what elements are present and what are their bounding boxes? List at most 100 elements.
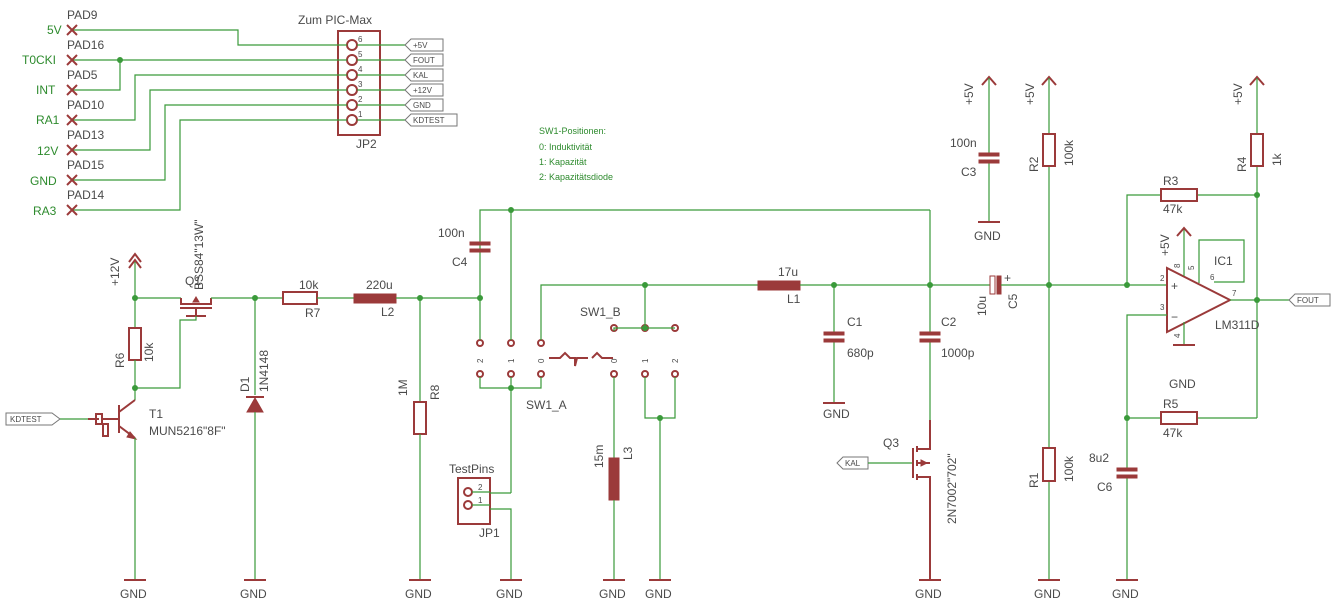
pads: 5V PAD9 T0CKI PAD16 INT PAD5 RA1 PAD10 1… — [22, 8, 104, 218]
svg-text:220u: 220u — [366, 278, 393, 292]
svg-text:JP1: JP1 — [479, 526, 500, 540]
svg-text:+: + — [1171, 279, 1178, 293]
svg-text:BSS84"13W": BSS84"13W" — [192, 219, 206, 290]
svg-text:GND: GND — [30, 174, 57, 188]
svg-text:1M: 1M — [396, 379, 410, 396]
r7-resistor: 10k R7 — [282, 278, 321, 320]
jp1-testpins: TestPins 2 1 JP1 — [449, 462, 500, 540]
jp2-pin-5 — [346, 54, 358, 66]
svg-text:2: 2 — [1160, 274, 1165, 283]
switch-link — [549, 351, 613, 367]
svg-text:1: 1 — [641, 358, 650, 363]
svg-text:100k: 100k — [1062, 139, 1076, 166]
pad-ra3: RA3 PAD14 — [33, 188, 104, 218]
pad-5v: 5V PAD9 — [47, 8, 98, 37]
c6-capacitor: 8u2 C6 — [1089, 451, 1138, 494]
svg-text:15m: 15m — [592, 445, 606, 468]
jp2-title: Zum PIC-Max — [298, 13, 372, 27]
pad-gnd: GND PAD15 — [30, 158, 104, 188]
svg-text:100n: 100n — [438, 226, 465, 240]
net-label-text: GND — [413, 101, 431, 110]
svg-text:17u: 17u — [778, 265, 798, 279]
supply-5v-c3: +5V — [962, 75, 997, 105]
svg-text:C5: C5 — [1006, 293, 1020, 309]
svg-text:1: 1 — [507, 358, 516, 363]
svg-text:R3: R3 — [1163, 174, 1179, 188]
svg-text:RA3: RA3 — [33, 204, 57, 218]
net-label-text: KDTEST — [413, 116, 445, 125]
svg-text:6: 6 — [1210, 273, 1215, 282]
supply-12v: +12V — [108, 252, 142, 286]
svg-text:10k: 10k — [299, 278, 319, 292]
svg-text:T0CKI: T0CKI — [22, 53, 56, 67]
l2-inductor: 220u L2 — [353, 278, 397, 319]
l3-inductor: 15m L3 — [592, 445, 635, 501]
svg-text:3: 3 — [1160, 303, 1165, 312]
net-label-text: +12V — [413, 86, 433, 95]
svg-text:1k: 1k — [1270, 152, 1284, 166]
net-label-text: +5V — [413, 41, 428, 50]
q3-nmos: KAL Q3 2N7002"702" — [836, 420, 959, 580]
sw1b-switch: SW1_B 0 1 2 — [580, 305, 680, 378]
jp2-pin-1 — [346, 114, 358, 126]
svg-text:C6: C6 — [1097, 480, 1113, 494]
jp2-pin-num: 4 — [358, 65, 363, 74]
jp2-pin-2 — [346, 99, 358, 111]
gnd-label: GND — [405, 587, 432, 601]
gnd-label: GND — [496, 587, 523, 601]
svg-text:KDTEST: KDTEST — [10, 415, 42, 424]
svg-text:C2: C2 — [941, 315, 957, 329]
svg-text:SW1-Positionen:: SW1-Positionen: — [539, 126, 606, 136]
svg-text:T1: T1 — [149, 407, 163, 421]
net-label-text: KAL — [413, 71, 429, 80]
svg-text:R5: R5 — [1163, 397, 1179, 411]
switch-note: SW1-Positionen: 0: Induktivität 1: Kapaz… — [539, 126, 613, 182]
svg-text:TestPins: TestPins — [449, 462, 494, 476]
sw1a-switch: 2 1 0 SW1_A — [476, 339, 567, 412]
svg-text:680p: 680p — [847, 346, 874, 360]
gnd-symbols: GND GND GND GND GND GND GND GND GND GND … — [120, 221, 1196, 601]
svg-text:R6: R6 — [113, 352, 127, 368]
svg-text:−: − — [1171, 310, 1178, 324]
svg-text:0: 0 — [537, 358, 546, 363]
svg-text:PAD10: PAD10 — [67, 98, 104, 112]
pad-int: INT PAD5 — [36, 68, 98, 97]
jp2-pin-num: 3 — [358, 80, 363, 89]
svg-text:12V: 12V — [37, 144, 58, 158]
svg-text:L2: L2 — [381, 305, 395, 319]
svg-text:C3: C3 — [961, 165, 977, 179]
svg-text:8u2: 8u2 — [1089, 451, 1109, 465]
svg-text:R8: R8 — [428, 384, 442, 400]
svg-text:PAD13: PAD13 — [67, 128, 104, 142]
svg-text:PAD16: PAD16 — [67, 38, 104, 52]
r4-resistor: R4 1k — [1235, 133, 1284, 172]
svg-text:PAD9: PAD9 — [67, 8, 98, 22]
svg-text:7: 7 — [1232, 289, 1237, 298]
r3-resistor: R3 47k — [1160, 174, 1198, 216]
t1-transistor: T1 MUN5216"8F" — [88, 399, 226, 440]
svg-text:INT: INT — [36, 83, 56, 97]
gnd-label: GND — [240, 587, 267, 601]
gnd-label: GND — [1034, 587, 1061, 601]
pad-cross-icon — [66, 54, 78, 66]
c1-capacitor: C1 680p — [823, 315, 874, 360]
jp2-name: JP2 — [356, 137, 377, 151]
svg-text:8: 8 — [1173, 263, 1182, 268]
svg-text:+5V: +5V — [1023, 83, 1037, 105]
svg-text:PAD15: PAD15 — [67, 158, 104, 172]
svg-text:R1: R1 — [1027, 472, 1041, 488]
jp2-pin-3 — [346, 84, 358, 96]
d1-diode: D1 1N4148 — [238, 350, 271, 413]
svg-text:LM311D: LM311D — [1215, 318, 1260, 332]
c5-capacitor: + 10u C5 — [975, 271, 1020, 316]
ic1-comparator: + − IC1 LM311D 2 3 7 8 4 5 6 — [1160, 254, 1260, 338]
svg-text:5V: 5V — [47, 23, 62, 37]
c3-capacitor: 100n C3 — [950, 136, 1000, 179]
svg-text:10k: 10k — [142, 342, 156, 362]
svg-text:R7: R7 — [305, 306, 321, 320]
svg-text:Q1: Q1 — [185, 274, 201, 288]
svg-text:4: 4 — [1173, 333, 1182, 338]
svg-text:PAD5: PAD5 — [67, 68, 98, 82]
svg-text:2N7002"702": 2N7002"702" — [945, 453, 959, 524]
svg-text:IC1: IC1 — [1214, 254, 1233, 268]
